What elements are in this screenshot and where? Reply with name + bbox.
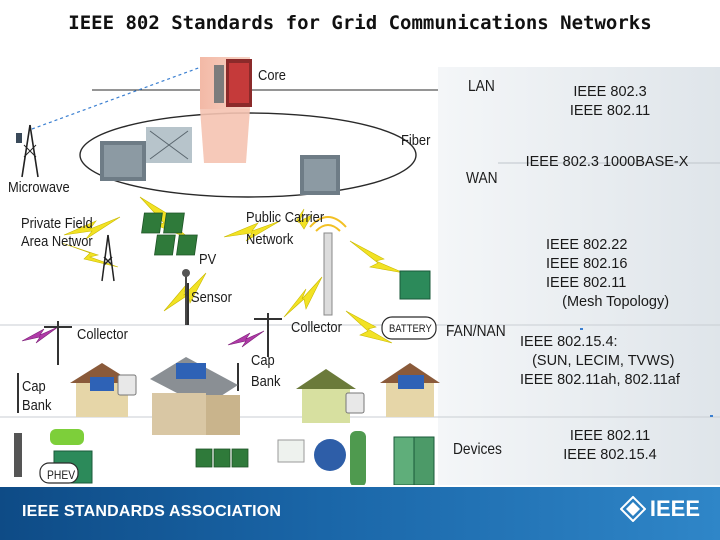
label-battery: BATTERY xyxy=(389,323,432,335)
label-cap-bank-mid-2: Bank xyxy=(251,373,281,390)
tier-devices: Devices xyxy=(453,441,502,458)
label-cap-bank-left-1: Cap xyxy=(22,378,46,395)
public-carrier-tower xyxy=(309,216,347,316)
standard-devices-2: IEEE 802.15.4 xyxy=(563,447,657,463)
ieee-logo-text: IEEE xyxy=(649,496,700,521)
label-sensor: Sensor xyxy=(191,289,232,306)
devices xyxy=(14,429,366,487)
label-collector-right: Collector xyxy=(291,319,342,336)
standard-lan-2: IEEE 802.11 xyxy=(569,103,651,119)
cell-tower xyxy=(101,234,115,282)
sensor xyxy=(182,269,190,325)
house-mid xyxy=(296,369,356,423)
standard-fan-4: (Mesh Topology) xyxy=(546,294,670,310)
standards-wan: IEEE 802.3 1000BASE-X xyxy=(512,153,702,172)
label-phev: PHEV xyxy=(47,468,76,482)
microwave-tower xyxy=(16,124,39,178)
standard-fan-1: IEEE 802.22 xyxy=(546,237,628,253)
grid-diagram: Core Fiber Microwave Private Field Area … xyxy=(0,45,720,487)
standard-nan-1: IEEE 802.15.4: xyxy=(520,334,618,350)
standards-lan: IEEE 802.3 IEEE 802.11 xyxy=(540,83,680,121)
ieee-diamond-logo-icon xyxy=(619,496,646,522)
wireless-links xyxy=(61,196,405,344)
diagram-graphics xyxy=(0,57,720,487)
tier-wan: WAN xyxy=(466,170,498,187)
standard-devices-1: IEEE 802.11 xyxy=(569,428,651,444)
phev-badge-bg xyxy=(39,462,79,484)
label-cap-bank-left-2: Bank xyxy=(22,397,52,414)
page-title: IEEE 802 Standards for Grid Communicatio… xyxy=(68,12,652,34)
label-microwave: Microwave xyxy=(8,179,70,196)
microwave-link xyxy=(31,62,213,130)
powerline-links xyxy=(21,326,265,348)
standard-fan-2: IEEE 802.16 xyxy=(546,256,628,272)
label-private-field-1: Private Field xyxy=(21,215,93,232)
label-collector-left: Collector xyxy=(77,326,128,343)
label-private-field-2: Area Networ xyxy=(21,233,93,250)
utility-poles xyxy=(17,283,282,413)
tier-lan: LAN xyxy=(468,78,495,95)
label-core: Core xyxy=(258,67,286,84)
label-cap-bank-mid-1: Cap xyxy=(251,352,275,369)
label-public-carrier-2: Network xyxy=(246,231,294,248)
tier-fan-nan: FAN/NAN xyxy=(446,323,506,340)
footer-bar: IEEE STANDARDS ASSOCIATION IEEE xyxy=(0,487,720,540)
standard-wan-1: IEEE 802.3 1000BASE-X xyxy=(525,154,689,170)
standard-nan-2: (SUN, LECIM, TVWS) xyxy=(520,353,675,369)
standards-devices: IEEE 802.11 IEEE 802.15.4 xyxy=(545,427,675,465)
standard-fan-3: IEEE 802.11 xyxy=(546,275,627,291)
label-public-carrier-1: Public Carrier xyxy=(246,209,325,226)
standard-lan-1: IEEE 802.3 xyxy=(573,84,647,100)
label-pv: PV xyxy=(199,251,217,268)
label-fiber: Fiber xyxy=(401,132,431,149)
house-right xyxy=(380,363,440,417)
substation xyxy=(100,127,340,195)
standards-nan: IEEE 802.15.4: (SUN, LECIM, TVWS) IEEE 8… xyxy=(520,333,710,390)
core-datacenter xyxy=(200,57,252,163)
smart-meters xyxy=(117,374,365,414)
footer-association: IEEE STANDARDS ASSOCIATION xyxy=(22,503,282,520)
solar-panels xyxy=(141,212,249,468)
battery-badge-bg xyxy=(381,316,437,340)
standard-nan-3: IEEE 802.11ah, 802.11af xyxy=(520,372,680,388)
standards-fan: IEEE 802.22 IEEE 802.16 IEEE 802.11 (Mes… xyxy=(546,236,686,312)
commercial-building xyxy=(150,357,240,435)
ieee-logo: IEEE xyxy=(619,496,700,522)
